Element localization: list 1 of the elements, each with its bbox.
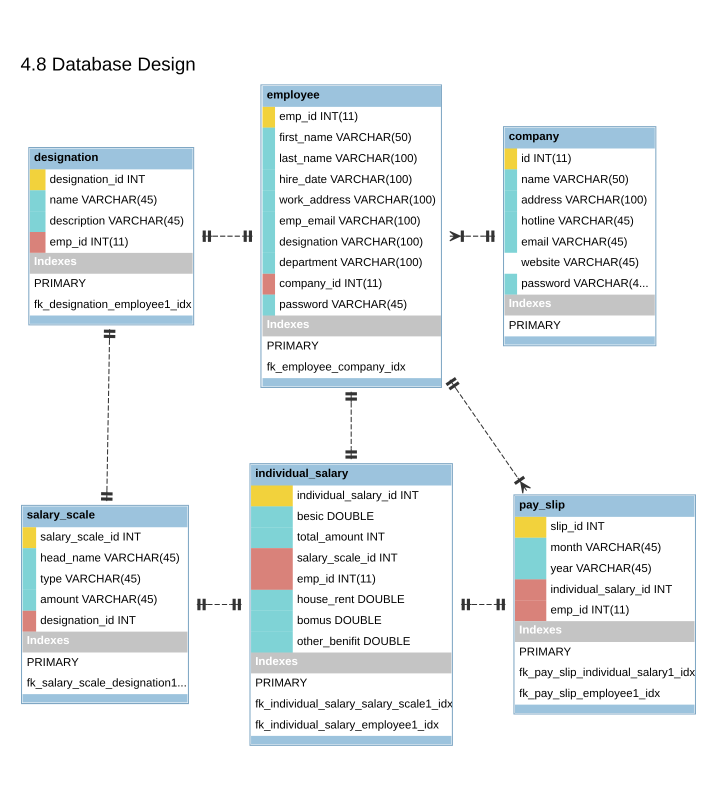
diagram-title: 4.8 Database Design [20,53,196,74]
